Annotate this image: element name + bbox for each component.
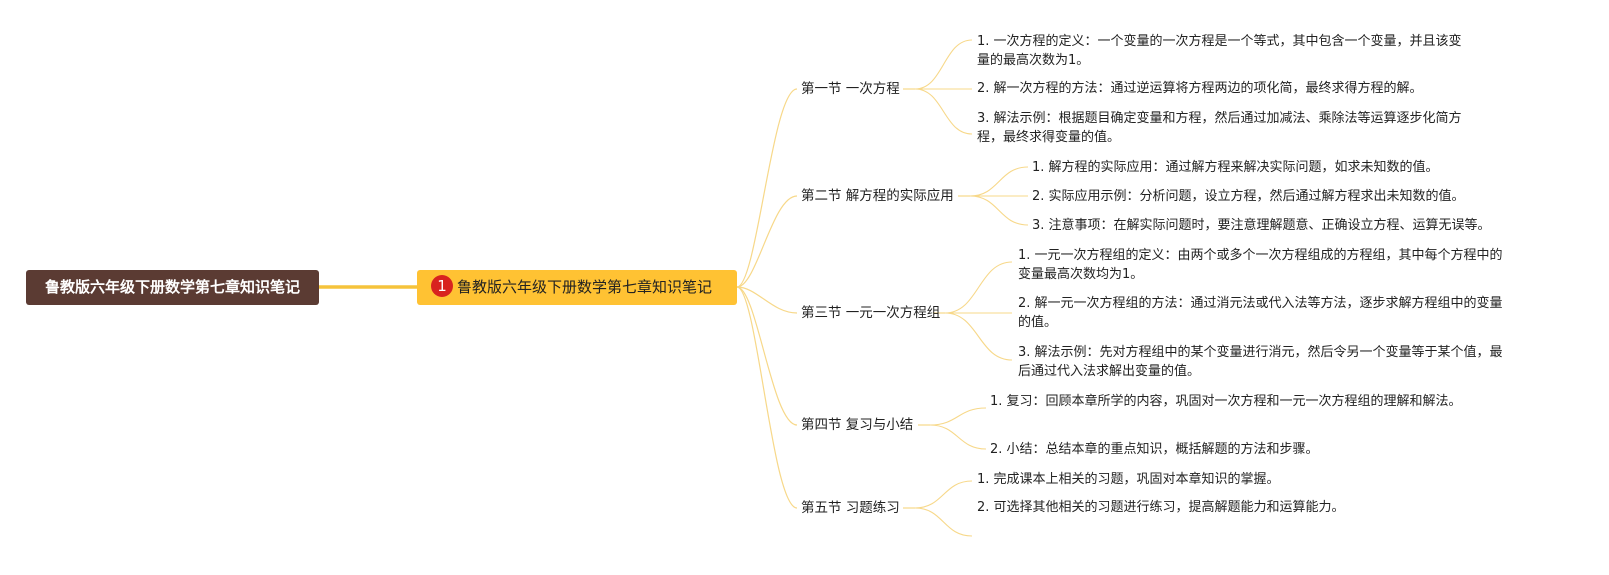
leaf-1-1[interactable]: 1. 一次方程的定义：一个变量的一次方程是一个等式，其中包含一个变量，并且该变量… bbox=[977, 34, 1462, 68]
section-4[interactable]: 第四节 复习与小结 bbox=[801, 417, 914, 433]
leaf-2-3[interactable]: 3. 注意事项：在解实际问题时，要注意理解题意、正确设立方程、运算无误等。 bbox=[1032, 218, 1491, 233]
leaf-link-4-2 bbox=[929, 424, 987, 450]
leaf-5-2[interactable]: 2. 可选择其他相关的习题进行练习，提高解题能力和运算能力。 bbox=[977, 500, 1345, 515]
section-link-2 bbox=[736, 195, 798, 288]
leaf-5-1[interactable]: 1. 完成课本上相关的习题，巩固对本章知识的掌握。 bbox=[977, 472, 1280, 487]
leaf-link-4-1 bbox=[929, 407, 987, 426]
leaf-4-2[interactable]: 2. 小结：总结本章的重点知识，概括解题的方法和步骤。 bbox=[990, 442, 1319, 457]
leaf-link-1-1 bbox=[914, 39, 973, 90]
leaf-link-5-2 bbox=[914, 507, 973, 537]
main-topic-label: 鲁教版六年级下册数学第七章知识笔记 bbox=[457, 278, 713, 296]
leaf-link-3-1 bbox=[944, 261, 1013, 314]
leaf-1-3[interactable]: 3. 解法示例：根据题目确定变量和方程，然后通过加减法、乘除法等运算逐步化简方程… bbox=[977, 111, 1462, 145]
leaf-2-2[interactable]: 2. 实际应用示例：分析问题，设立方程，然后通过解方程求出未知数的值。 bbox=[1032, 189, 1465, 204]
section-3[interactable]: 第三节 一元一次方程组 bbox=[801, 305, 941, 321]
section-2[interactable]: 第二节 解方程的实际应用 bbox=[801, 188, 954, 204]
leaf-link-5-1 bbox=[914, 480, 973, 509]
priority-1-icon: 1 bbox=[431, 274, 453, 297]
leaf-3-1[interactable]: 1. 一元一次方程组的定义：由两个或多个一次方程组成的方程组，其中每个方程中的变… bbox=[1018, 248, 1503, 282]
leaf-link-1-3 bbox=[914, 88, 973, 135]
leaf-3-2[interactable]: 2. 解一元一次方程组的方法：通过消元法或代入法等方法，逐步求解方程组中的变量的… bbox=[1018, 296, 1503, 330]
leaf-link-2-3 bbox=[969, 195, 1029, 226]
leaf-link-2-1 bbox=[969, 166, 1029, 197]
leaf-3-3[interactable]: 3. 解法示例：先对方程组中的某个变量进行消元，然后令另一个变量等于某个值，最后… bbox=[1018, 345, 1503, 379]
section-link-1 bbox=[736, 88, 798, 288]
section-5[interactable]: 第五节 习题练习 bbox=[801, 500, 900, 516]
section-1[interactable]: 第一节 一次方程 bbox=[801, 81, 900, 97]
section-link-4 bbox=[736, 286, 798, 426]
leaf-4-1[interactable]: 1. 复习：回顾本章所学的内容，巩固对一次方程和一元一次方程组的理解和解法。 bbox=[990, 394, 1462, 409]
section-link-3 bbox=[736, 286, 798, 314]
leaf-1-2[interactable]: 2. 解一次方程的方法：通过逆运算将方程两边的项化简，最终求得方程的解。 bbox=[977, 81, 1423, 96]
leaf-link-3-3 bbox=[944, 312, 1013, 361]
leaf-2-1[interactable]: 1. 解方程的实际应用：通过解方程来解决实际问题，如求未知数的值。 bbox=[1032, 160, 1439, 175]
section-link-5 bbox=[736, 286, 798, 509]
root-topic[interactable]: 鲁教版六年级下册数学第七章知识笔记 bbox=[26, 270, 319, 305]
